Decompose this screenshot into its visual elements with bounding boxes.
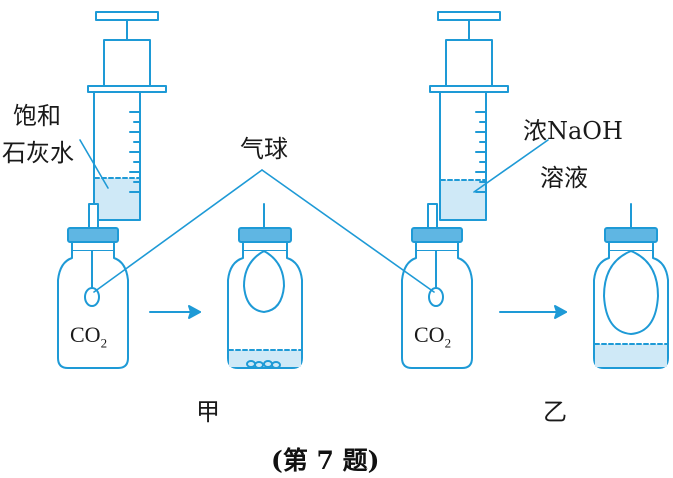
process-arrow-right [499,305,567,319]
bottle-result-right [593,203,669,369]
balloon-label: 气球 [240,135,288,163]
process-arrow-left [149,305,201,319]
gas-label-right: CO2 [414,322,452,351]
left-reagent-label-line2: 石灰水 [2,139,74,167]
left-reagent-label-line1: 饱和 [13,102,61,130]
result-label-yi: 乙 [543,398,567,426]
result-label-jia: 甲 [196,398,220,426]
syringe-right [427,11,509,231]
gas-label-left: CO2 [70,322,108,351]
figure-caption: (第 7 题) [271,446,380,475]
syringe-left [87,11,167,231]
leader-lines [79,139,549,293]
right-reagent-label-line1: 浓NaOH [523,117,623,145]
bottle-result-left [227,203,303,369]
bottle-right [401,227,473,369]
right-reagent-label-line2: 溶液 [540,164,588,192]
